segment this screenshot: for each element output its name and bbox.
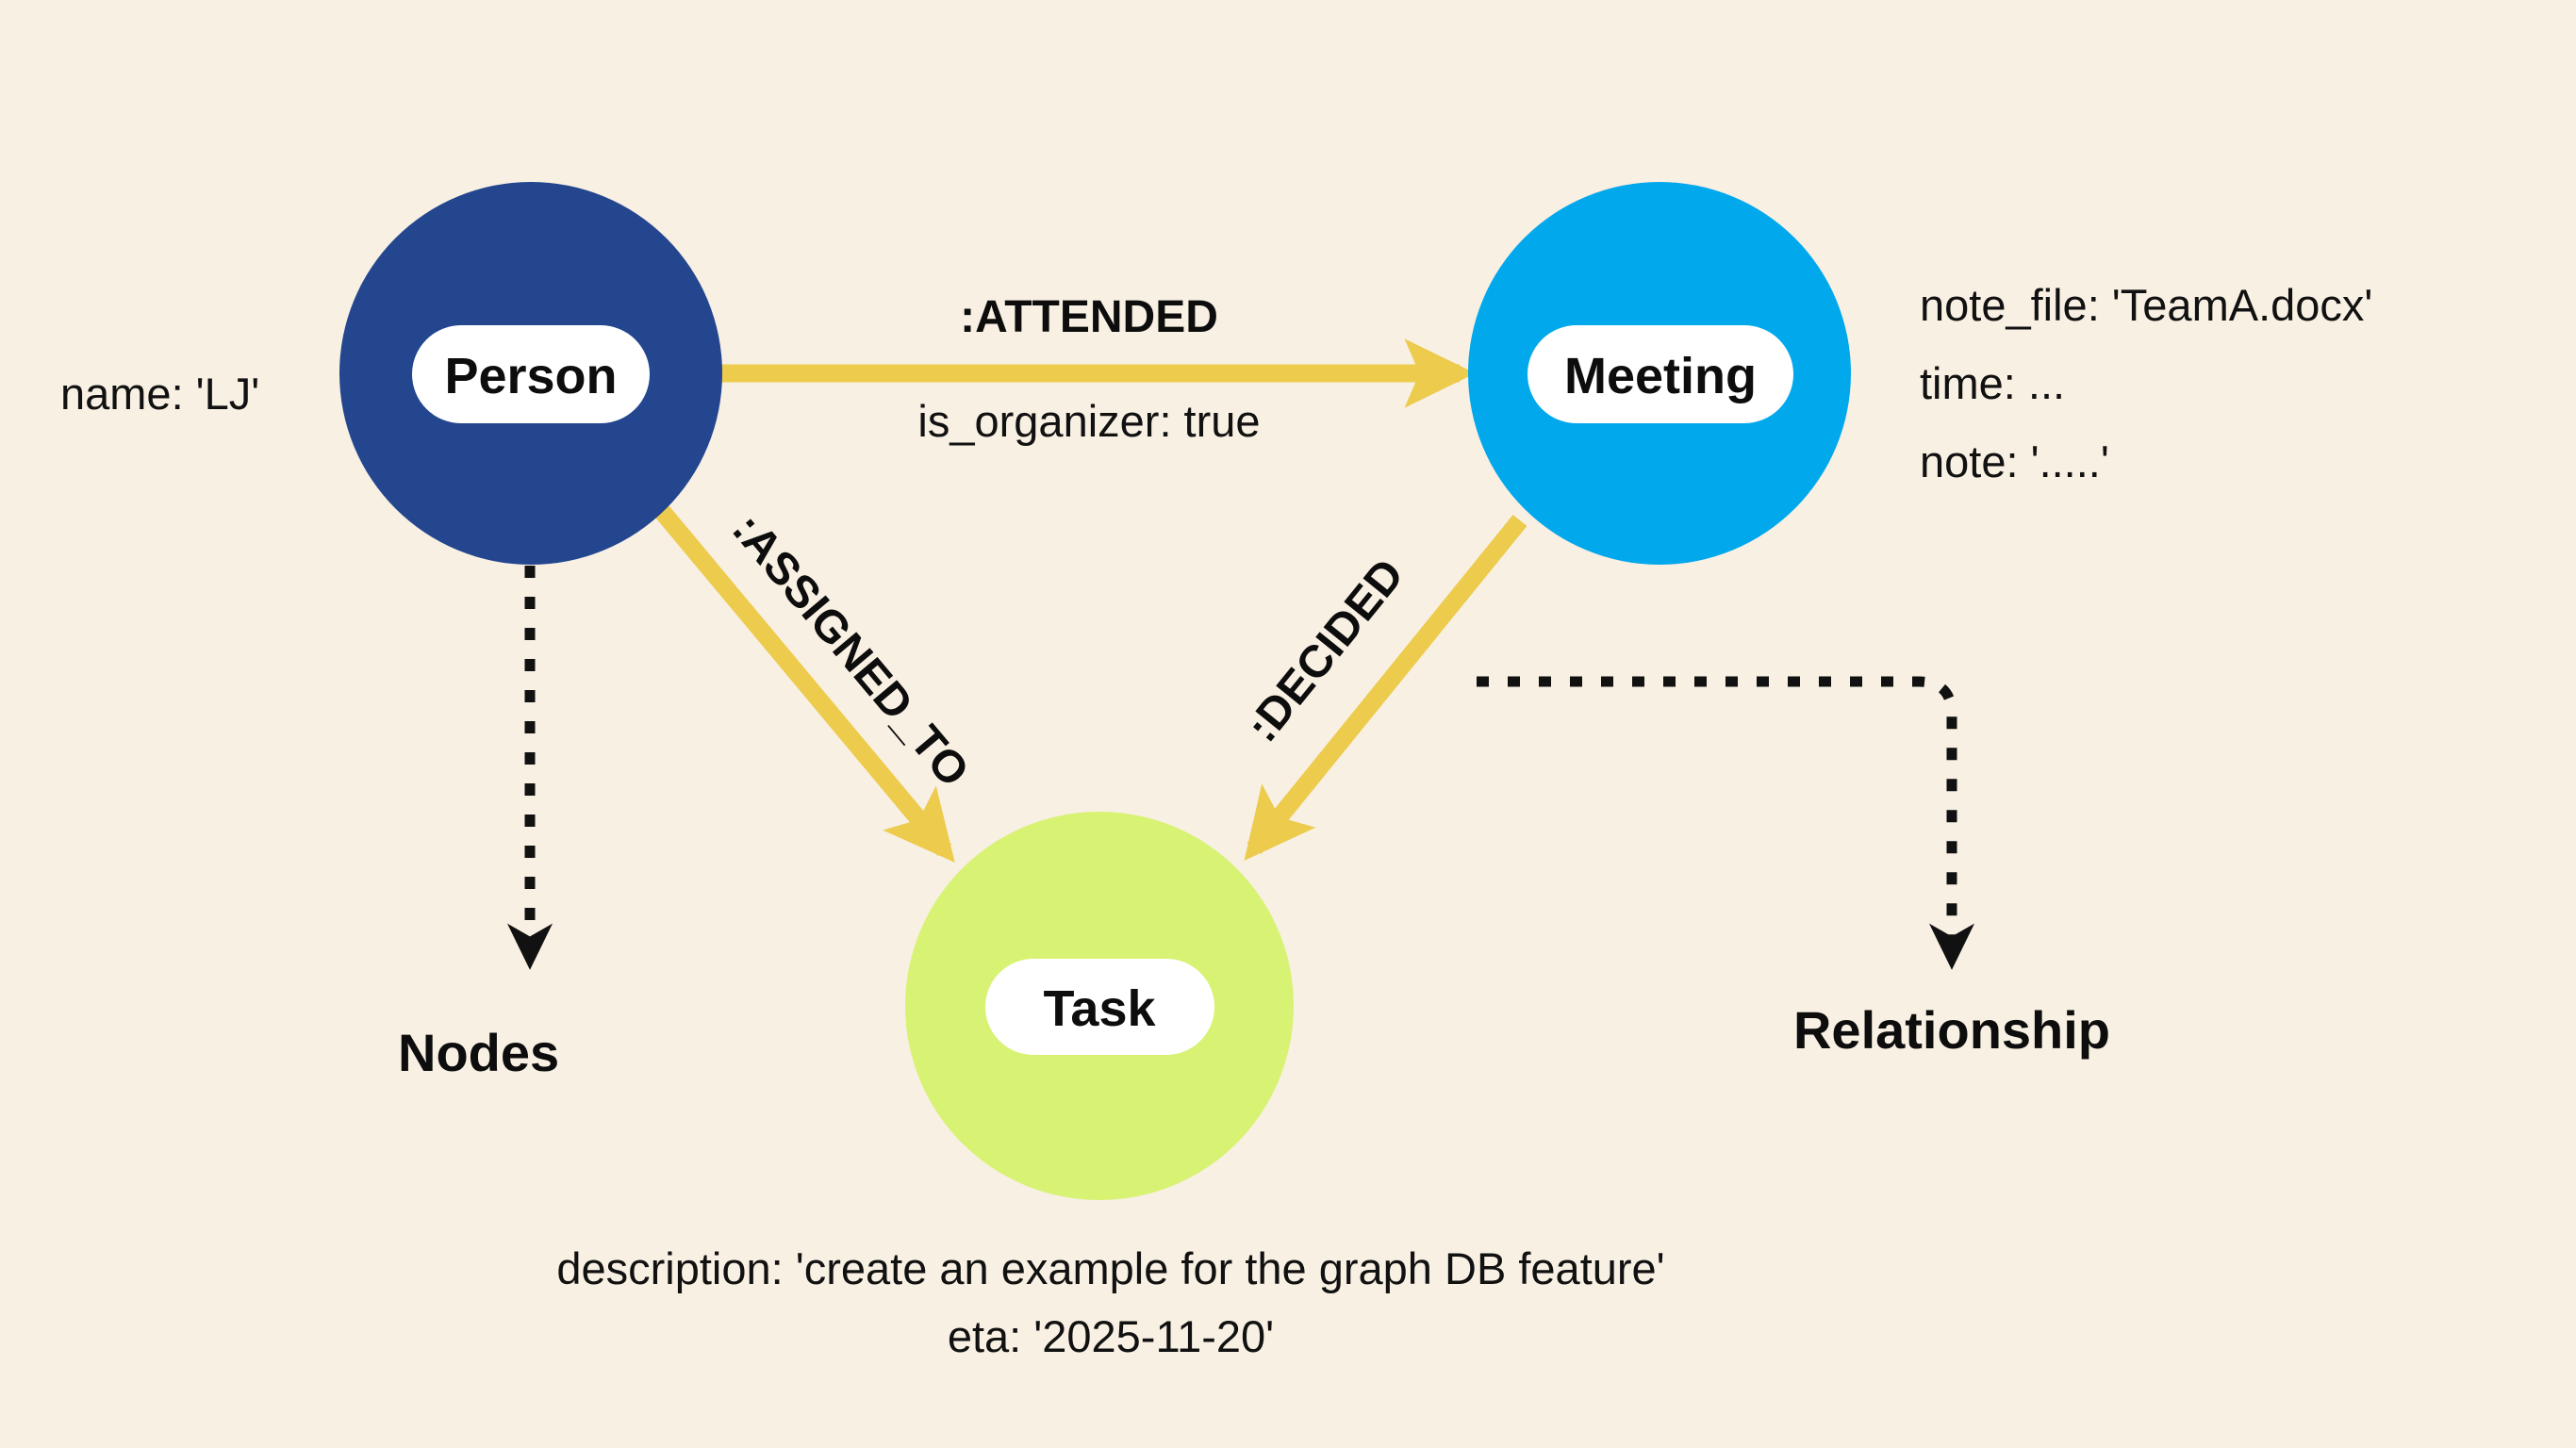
node-person[interactable]: Person: [339, 182, 722, 565]
relationship-annotation-dotted-line: [1477, 676, 1975, 970]
person-label-pill: [412, 325, 650, 423]
decided-arrow-line: [1244, 515, 1527, 861]
decided-relationship-label: :DECIDED: [1237, 550, 1413, 751]
assigned-to-relationship-label: :ASSIGNED_TO: [722, 504, 978, 796]
relationship-annotation-callout: Relationship: [1477, 676, 2110, 1060]
task-label-text: Task: [1043, 980, 1156, 1037]
person-label-text: Person: [444, 348, 617, 404]
nodes-annotation-label: Nodes: [398, 1023, 559, 1082]
meeting-property-note-file: note_file: 'TeamA.docx': [1920, 280, 2372, 330]
relationship-attended[interactable]: :ATTENDED is_organizer: true: [715, 292, 1476, 446]
nodes-annotation-callout: Nodes: [398, 566, 559, 1082]
attended-relationship-label: :ATTENDED: [960, 292, 1218, 342]
node-meeting[interactable]: Meeting: [1468, 182, 1851, 565]
node-task[interactable]: Task: [905, 812, 1294, 1200]
task-property-eta: eta: '2025-11-20': [948, 1311, 1274, 1361]
meeting-property-note: note: '.....': [1920, 436, 2109, 486]
person-properties: name: 'LJ': [60, 369, 259, 419]
assigned-to-arrow-line: [652, 502, 955, 863]
task-properties: description: 'create an example for the …: [556, 1243, 1664, 1361]
task-property-description: description: 'create an example for the …: [556, 1243, 1664, 1293]
attended-property-is-organizer: is_organizer: true: [917, 396, 1260, 446]
meeting-properties: note_file: 'TeamA.docx' time: ... note: …: [1920, 280, 2372, 486]
meeting-label-pill: [1527, 325, 1793, 423]
meeting-property-time: time: ...: [1920, 358, 2065, 408]
person-property-name: name: 'LJ': [60, 369, 259, 419]
meeting-label-text: Meeting: [1564, 348, 1757, 404]
relationship-annotation-label: Relationship: [1793, 1000, 2110, 1060]
task-label-pill: [985, 959, 1214, 1055]
relationship-assigned-to[interactable]: :ASSIGNED_TO: [652, 502, 979, 863]
